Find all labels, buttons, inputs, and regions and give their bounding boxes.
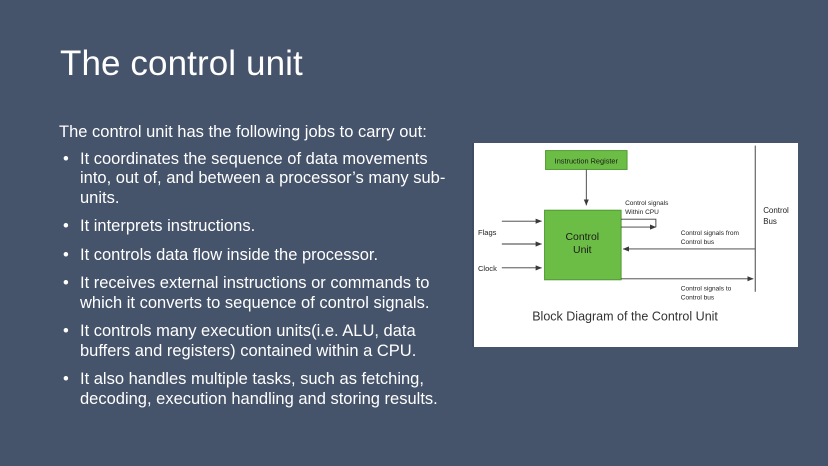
from-bus-label-line1: Control signals from: [681, 230, 740, 237]
control-unit-label-line1: Control: [566, 232, 600, 243]
diagram-caption: Block Diagram of the Control Unit: [532, 310, 718, 324]
control-unit-label-line2: Unit: [573, 245, 592, 256]
list-item: • It interprets instructions.: [59, 217, 461, 236]
list-item-text: It coordinates the sequence of data move…: [80, 149, 446, 207]
list-item-text: It also handles multiple tasks, such as …: [80, 370, 438, 408]
within-cpu-label-line1: Control signals: [625, 200, 669, 207]
control-bus-label-line1: Control: [763, 206, 789, 215]
to-bus-label-line2: Control bus: [681, 295, 715, 302]
list-item: • It coordinates the sequence of data mo…: [59, 150, 461, 208]
to-bus-label-line1: Control signals to: [681, 286, 732, 293]
instruction-register-label: Instruction Register: [555, 157, 619, 166]
list-item: • It controls many execution units(i.e. …: [59, 322, 461, 361]
control-bus-label-line2: Bus: [763, 217, 777, 226]
block-diagram-image: Instruction Register Control Unit Flags …: [472, 143, 798, 347]
flags-label: Flags: [478, 228, 497, 237]
bullet-marker-icon: •: [63, 217, 69, 236]
clock-label: Clock: [478, 264, 497, 273]
within-cpu-label-line2: Within CPU: [625, 209, 659, 216]
bullet-marker-icon: •: [63, 274, 69, 293]
list-item: • It controls data flow inside the proce…: [59, 246, 461, 265]
control-unit-box: [544, 209, 622, 281]
within-cpu-path: [621, 218, 657, 228]
list-item-text: It controls data flow inside the process…: [80, 245, 379, 264]
intro-paragraph: The control unit has the following jobs …: [59, 123, 427, 141]
list-item-text: It controls many execution units(i.e. AL…: [80, 322, 417, 360]
bullet-marker-icon: •: [63, 245, 69, 264]
list-item-text: It interprets instructions.: [80, 217, 256, 236]
from-bus-label-line2: Control bus: [681, 239, 715, 246]
bullet-marker-icon: •: [63, 370, 69, 389]
list-item: • It also handles multiple tasks, such a…: [59, 370, 461, 409]
bullet-list: • It coordinates the sequence of data mo…: [59, 150, 461, 409]
list-item-text: It receives external instructions or com…: [80, 274, 430, 312]
page-title: The control unit: [60, 44, 303, 83]
block-diagram-svg: Instruction Register Control Unit Flags …: [478, 145, 789, 324]
list-item: • It receives external instructions or c…: [59, 274, 461, 313]
bullet-marker-icon: •: [63, 149, 69, 168]
body-content: The control unit has the following jobs …: [59, 122, 461, 418]
bullet-marker-icon: •: [63, 322, 69, 341]
